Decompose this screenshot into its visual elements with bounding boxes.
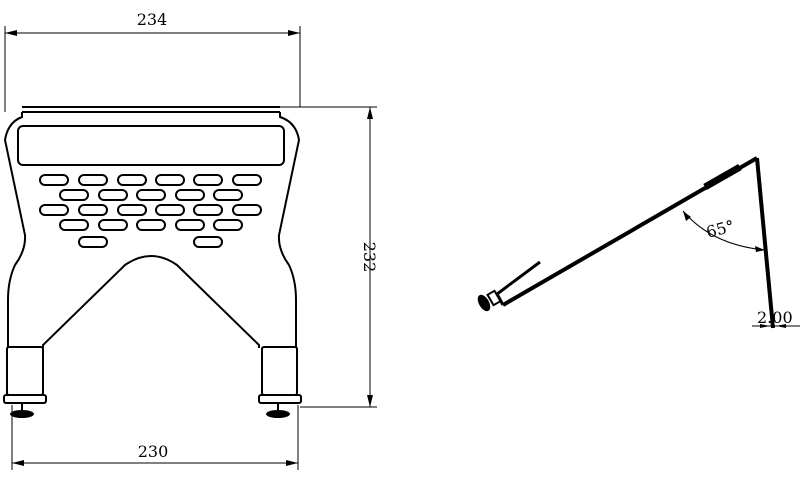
vent-hole [232, 204, 262, 216]
vent-hole [117, 204, 147, 216]
vent-hole [155, 204, 185, 216]
width-top-label: 234 [137, 10, 168, 29]
vent-hole [136, 219, 166, 231]
stand-outline [3, 112, 301, 348]
angle-label: 65° [704, 216, 736, 242]
vent-hole [136, 189, 166, 201]
knob-icon [10, 410, 34, 418]
vent-hole [213, 219, 243, 231]
knob-icon [477, 294, 491, 312]
vent-hole [155, 174, 185, 186]
vent-hole [98, 189, 128, 201]
height-label: 232 [360, 242, 379, 273]
dimension-height [280, 106, 377, 408]
vent-hole [39, 204, 69, 216]
vent-hole [59, 189, 89, 201]
vent-hole [193, 204, 223, 216]
display-slot [17, 125, 285, 166]
side-leg [755, 157, 775, 329]
vent-hole [193, 236, 223, 248]
vent-hole [78, 174, 108, 186]
width-bottom-label: 230 [138, 442, 169, 461]
knob-icon [266, 410, 290, 418]
left-clamp [3, 346, 47, 418]
vent-hole [213, 189, 243, 201]
vent-hole [98, 219, 128, 231]
dimension-top [4, 26, 301, 112]
vent-hole [59, 219, 89, 231]
vent-hole [78, 236, 108, 248]
vent-hole [117, 174, 147, 186]
front-view [3, 106, 302, 418]
vent-hole [175, 219, 205, 231]
vent-holes [39, 174, 262, 248]
side-view [477, 156, 800, 329]
vent-hole [175, 189, 205, 201]
vent-hole [193, 174, 223, 186]
vent-hole [39, 174, 69, 186]
side-clamp [495, 260, 541, 306]
right-clamp [258, 346, 302, 418]
vent-hole [232, 174, 262, 186]
dimension-bottom [11, 405, 299, 470]
thickness-label: 2.00 [757, 308, 793, 327]
vent-hole [78, 204, 108, 216]
